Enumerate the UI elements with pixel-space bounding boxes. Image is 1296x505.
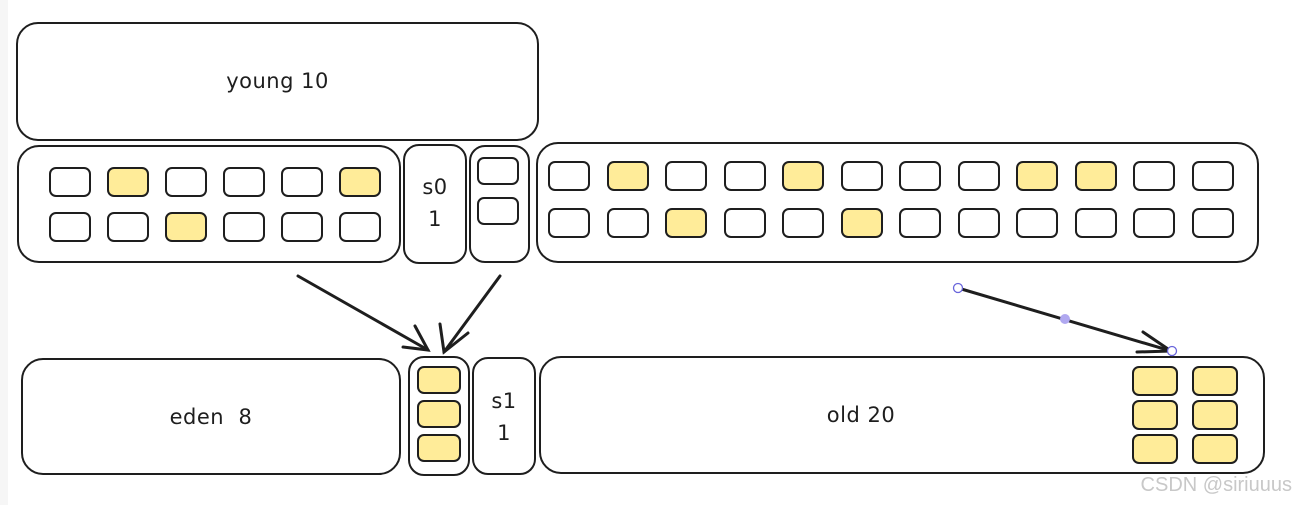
top-s1-box[interactable] bbox=[469, 145, 530, 263]
memory-cell-empty[interactable] bbox=[223, 212, 265, 242]
canvas-edge bbox=[0, 0, 8, 505]
memory-cell-occupied[interactable] bbox=[417, 366, 461, 394]
bottom-eden-box[interactable]: eden 8 bbox=[21, 358, 401, 475]
memory-cell-empty[interactable] bbox=[1133, 161, 1175, 191]
memory-cell-empty[interactable] bbox=[49, 212, 91, 242]
endpoint-handle-end[interactable] bbox=[1166, 345, 1178, 357]
memory-cell-empty[interactable] bbox=[477, 197, 519, 225]
memory-cell-occupied[interactable] bbox=[840, 208, 883, 238]
memory-cell-empty[interactable] bbox=[782, 208, 824, 238]
memory-cell-occupied[interactable] bbox=[1192, 366, 1238, 396]
bottom-s0-box[interactable] bbox=[408, 356, 470, 476]
arrow-survivor-to-survivor[interactable] bbox=[438, 274, 502, 355]
memory-cell-occupied[interactable] bbox=[417, 400, 461, 428]
memory-cell-occupied[interactable] bbox=[1132, 400, 1178, 430]
s1-size: 1 bbox=[497, 421, 511, 445]
memory-cell-empty[interactable] bbox=[281, 212, 323, 242]
arrow-eden-to-survivor[interactable] bbox=[296, 274, 431, 352]
memory-cell-occupied[interactable] bbox=[1132, 366, 1178, 396]
memory-cell-occupied[interactable] bbox=[1074, 161, 1117, 191]
memory-cell-empty[interactable] bbox=[723, 161, 766, 191]
memory-cell-empty[interactable] bbox=[1191, 208, 1234, 238]
memory-cell-empty[interactable] bbox=[899, 161, 941, 191]
midpoint-handle[interactable] bbox=[1060, 314, 1070, 324]
selection-handles[interactable] bbox=[952, 282, 1178, 357]
memory-cell-occupied[interactable] bbox=[606, 161, 649, 191]
young-box[interactable]: young 10 bbox=[16, 22, 539, 141]
s0-size: 1 bbox=[428, 207, 442, 231]
memory-cell-empty[interactable] bbox=[339, 212, 381, 242]
memory-cell-empty[interactable] bbox=[899, 208, 941, 238]
watermark: CSDN @siriuuus bbox=[1140, 474, 1292, 496]
memory-cell-empty[interactable] bbox=[840, 161, 883, 191]
s0-label: s0 bbox=[422, 175, 448, 199]
memory-cell-empty[interactable] bbox=[1016, 208, 1058, 238]
memory-cell-occupied[interactable] bbox=[107, 167, 149, 197]
memory-cell-empty[interactable] bbox=[957, 208, 1000, 238]
memory-cell-empty[interactable] bbox=[957, 161, 1000, 191]
memory-cell-occupied[interactable] bbox=[665, 208, 707, 238]
memory-cell-empty[interactable] bbox=[606, 208, 649, 238]
memory-cell-empty[interactable] bbox=[49, 167, 91, 197]
young-label: young 10 bbox=[226, 69, 329, 93]
memory-cell-empty[interactable] bbox=[281, 167, 323, 197]
memory-cell-empty[interactable] bbox=[107, 212, 149, 242]
bottom-old-box[interactable]: old 20 bbox=[539, 356, 1265, 474]
memory-cell-empty[interactable] bbox=[1074, 208, 1117, 238]
top-s0-box[interactable]: s0 1 bbox=[403, 144, 467, 264]
memory-cell-occupied[interactable] bbox=[339, 167, 381, 197]
memory-cell-occupied[interactable] bbox=[1016, 161, 1058, 191]
memory-cell-occupied[interactable] bbox=[165, 212, 207, 242]
top-eden-box[interactable] bbox=[17, 145, 401, 263]
memory-cell-empty[interactable] bbox=[548, 208, 590, 238]
memory-cell-occupied[interactable] bbox=[417, 434, 461, 462]
memory-cell-empty[interactable] bbox=[223, 167, 265, 197]
old-label: old 20 bbox=[826, 403, 896, 427]
memory-cell-occupied[interactable] bbox=[782, 161, 824, 191]
eden-label: eden 8 bbox=[169, 405, 253, 429]
s1-label: s1 bbox=[491, 389, 517, 413]
memory-cell-empty[interactable] bbox=[477, 157, 519, 185]
memory-cell-empty[interactable] bbox=[165, 167, 207, 197]
memory-cell-empty[interactable] bbox=[1191, 161, 1234, 191]
memory-cell-occupied[interactable] bbox=[1192, 434, 1238, 464]
endpoint-handle-start[interactable] bbox=[952, 282, 964, 294]
memory-cell-occupied[interactable] bbox=[1132, 434, 1178, 464]
memory-cell-empty[interactable] bbox=[548, 161, 590, 191]
memory-cell-empty[interactable] bbox=[723, 208, 766, 238]
memory-cell-empty[interactable] bbox=[1133, 208, 1175, 238]
top-old-box[interactable] bbox=[536, 142, 1259, 263]
bottom-s1-box[interactable]: s1 1 bbox=[472, 357, 536, 475]
memory-cell-occupied[interactable] bbox=[1192, 400, 1238, 430]
memory-cell-empty[interactable] bbox=[665, 161, 707, 191]
